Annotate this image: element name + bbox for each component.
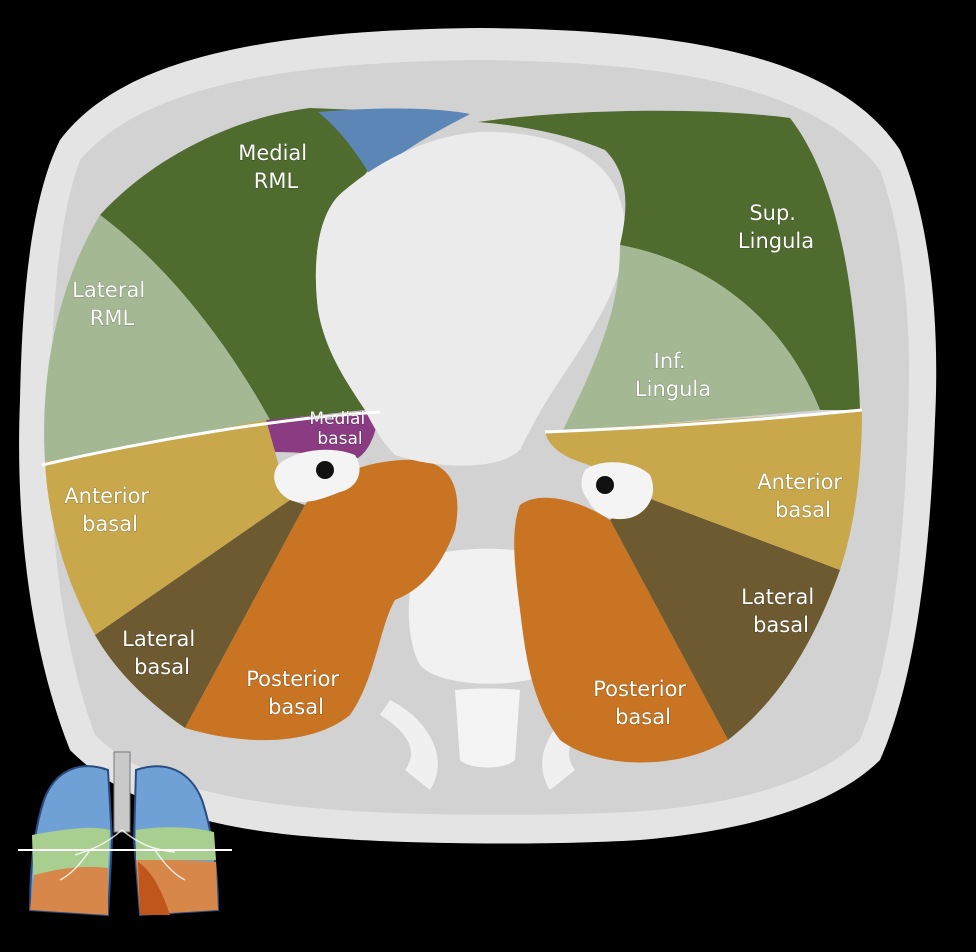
segment-left-lateral-basal [610, 495, 840, 740]
label-lateral-rml: Lateral RML [72, 278, 152, 330]
segment-right-lateral-basal [95, 500, 305, 728]
label-left-lateral-basal: Lateral basal [741, 585, 821, 637]
segment-inf-lingula [562, 245, 820, 432]
right-divider-line [41, 410, 381, 467]
label-medial-rml: Medial RML [238, 141, 314, 193]
segment-medial-basal [266, 410, 378, 458]
rib-left-posterior [380, 700, 438, 790]
label-left-posterior-basal: Posterior basal [593, 677, 693, 729]
segment-lateral-rml [44, 215, 270, 462]
right-bronchus [274, 449, 360, 503]
left-divider-line [544, 408, 863, 434]
label-right-anterior-basal: Anterior basal [64, 484, 155, 536]
left-airway [596, 476, 614, 494]
left-bronchus [581, 462, 654, 520]
label-left-anterior-basal: Anterior basal [757, 470, 848, 522]
segment-right-anterior-basal [45, 420, 290, 635]
spinal-process [455, 688, 520, 768]
label-right-posterior-basal: Posterior basal [246, 667, 346, 719]
segment-left-anterior-basal [545, 410, 862, 570]
heart [315, 131, 626, 466]
right-airway [316, 461, 334, 479]
label-right-lateral-basal: Lateral basal [122, 627, 202, 679]
label-inf-lingula: Inf. Lingula [635, 349, 711, 401]
segment-medial-rml [100, 108, 377, 420]
segment-sup-lingula [478, 110, 860, 410]
label-sup-lingula: Sup. Lingula [738, 201, 814, 253]
segment-anterior-mediastinal [318, 108, 470, 178]
right-lung [44, 108, 470, 741]
label-medial-basal: Medial basal [309, 409, 370, 449]
segment-left-posterior-basal [514, 497, 728, 763]
lungs-locator-icon [18, 751, 232, 917]
left-lung [478, 110, 862, 763]
segment-right-posterior-basal [185, 459, 458, 741]
